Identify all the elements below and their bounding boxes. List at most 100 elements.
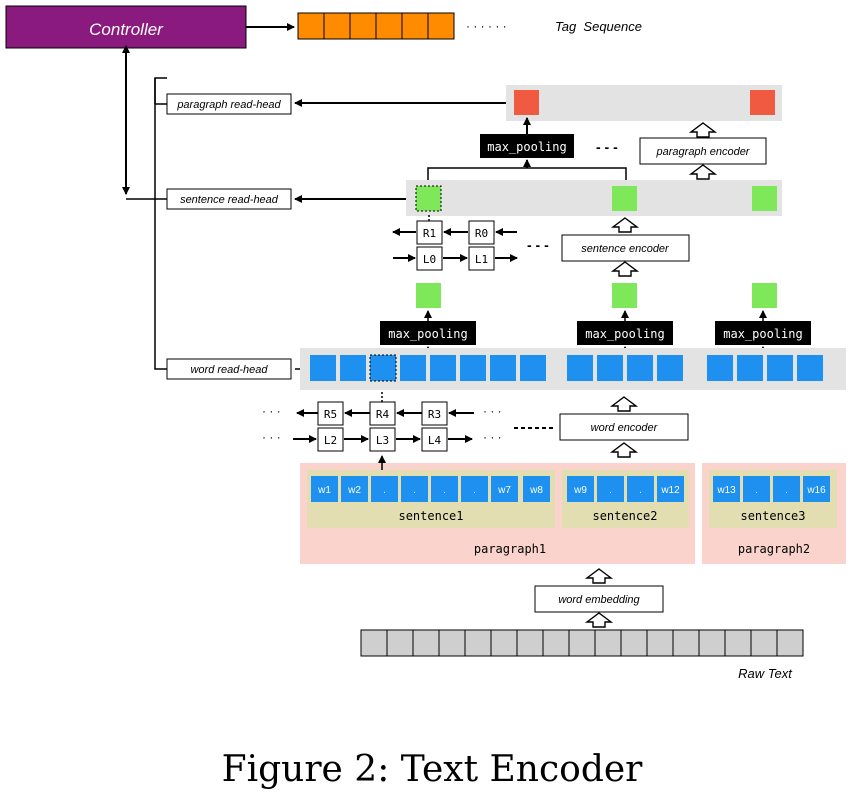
word-token (657, 476, 684, 502)
sentence-level-dots: - - - (527, 237, 549, 253)
tag-cell (349, 12, 377, 40)
word-read-to-controller (154, 77, 167, 370)
word-rnn-dots-left-bottom: · · · (262, 430, 281, 444)
paragraph-encoder-label: paragraph encoder (656, 146, 751, 158)
controller-label: Controller (89, 20, 164, 39)
tag-sequence-label: Tag Sequence (555, 19, 642, 34)
sentence-cell-r1-label: R1 (423, 227, 436, 240)
word-rnn-dots-right-top: · · · (483, 404, 502, 418)
raw-text-cell (360, 629, 388, 657)
word-cell-upper-label: R5 (324, 408, 337, 421)
paragraph1-label: paragraph1 (474, 542, 546, 556)
word-cell-lower (369, 427, 396, 452)
sentence-encoder-box (561, 234, 690, 262)
word-token-label: w12 (660, 485, 680, 496)
paragraph2-label: paragraph2 (738, 542, 810, 556)
sentence3-max-pooling-label: max_pooling (723, 327, 802, 341)
sentence-level-band (406, 180, 782, 216)
word-token-label: . (443, 485, 446, 496)
word-token (803, 476, 830, 502)
sentence-encoder-up-icon (610, 217, 640, 233)
word-token (597, 476, 624, 502)
word-vector (400, 355, 426, 381)
sentence2-label: sentence2 (592, 509, 657, 523)
word-token (311, 476, 338, 502)
word-token-label: w8 (529, 485, 543, 496)
raw-text-sequence (360, 629, 804, 657)
word-token-label: w16 (806, 485, 826, 496)
raw-text-cell (724, 629, 752, 657)
sentence1-max-pooling-label: max_pooling (388, 327, 467, 341)
embedding-in-icon (584, 612, 614, 628)
tag-sequence-dots: · · · · · · (466, 19, 507, 33)
word-vectors (310, 354, 823, 382)
sentence-cell-l1 (468, 246, 495, 271)
sentence-vector-1 (415, 185, 442, 212)
word-token (567, 476, 594, 502)
word-vector (797, 355, 823, 381)
sentence1-max-pooling-box (380, 321, 476, 345)
sentence-cell-l0 (416, 246, 443, 271)
word-token (491, 476, 518, 502)
word-token (523, 476, 550, 502)
raw-text-cell (490, 629, 518, 657)
sentence3-max-pooling-box (715, 321, 811, 345)
figure-caption: Figure 2: Text Encoder (222, 749, 644, 790)
word-encoder-up-icon (609, 396, 639, 412)
sentence-cell-r0 (468, 220, 495, 245)
word-token-label: . (473, 485, 476, 496)
word-token-label: . (639, 485, 642, 496)
sentence1-label: sentence1 (398, 509, 463, 523)
paragraph-level-dots: - - - (596, 139, 618, 155)
word-token (773, 476, 800, 502)
controller-group: Controller (5, 5, 295, 49)
sentence-cell-r0-label: R0 (475, 227, 488, 240)
word-token (341, 476, 368, 502)
word-rnn-dots-right-bottom: · · · (483, 430, 502, 444)
sentence-encoder-label: sentence encoder (581, 243, 670, 255)
word-embedding-label: word embedding (558, 594, 640, 606)
word-rnn-dots-left-top: · · · (262, 404, 281, 418)
word-cell-upper-label: R3 (428, 408, 441, 421)
sentence3-label: sentence3 (740, 509, 805, 523)
word-vector (369, 354, 397, 382)
raw-text-cell (594, 629, 622, 657)
raw-text-cell (750, 629, 778, 657)
word-token-label: w13 (716, 485, 736, 496)
raw-text-cell (386, 629, 414, 657)
sentence-vector-2 (612, 186, 637, 211)
paragraph-encoder-up-icon (688, 122, 718, 138)
word-token-label: w2 (347, 485, 361, 496)
word-token-label: w7 (497, 485, 511, 496)
raw-text-cell (438, 629, 466, 657)
word-vector (520, 355, 546, 381)
paragraph-read-head-label: paragraph read-head (176, 99, 281, 111)
word-vector (460, 355, 486, 381)
paragraph-pool-bracket (427, 167, 627, 180)
embedding-up-icon (584, 568, 614, 584)
paragraph-encoder-in-icon (688, 164, 718, 180)
word-cell-lower (421, 427, 448, 452)
word-read-head-label: word read-head (190, 364, 268, 376)
word-token-label: w1 (317, 485, 331, 496)
sentence-encoder-in-icon (610, 261, 640, 277)
word-token (371, 476, 398, 502)
word-token-label: w9 (573, 485, 587, 496)
word-vector (340, 355, 366, 381)
raw-text-label: Raw Text (738, 666, 793, 681)
word-token (713, 476, 740, 502)
sentence-cell-l1-label: L1 (475, 253, 488, 266)
tag-cell (375, 12, 403, 40)
raw-text-cell (568, 629, 596, 657)
paragraph-vector-1 (514, 90, 539, 115)
word-token-label: . (755, 485, 758, 496)
tag-cell (297, 12, 325, 40)
word-vector (567, 355, 593, 381)
word-embedding-box (534, 585, 664, 613)
tag-sequence (297, 12, 455, 40)
word-encoder-box (559, 413, 689, 441)
